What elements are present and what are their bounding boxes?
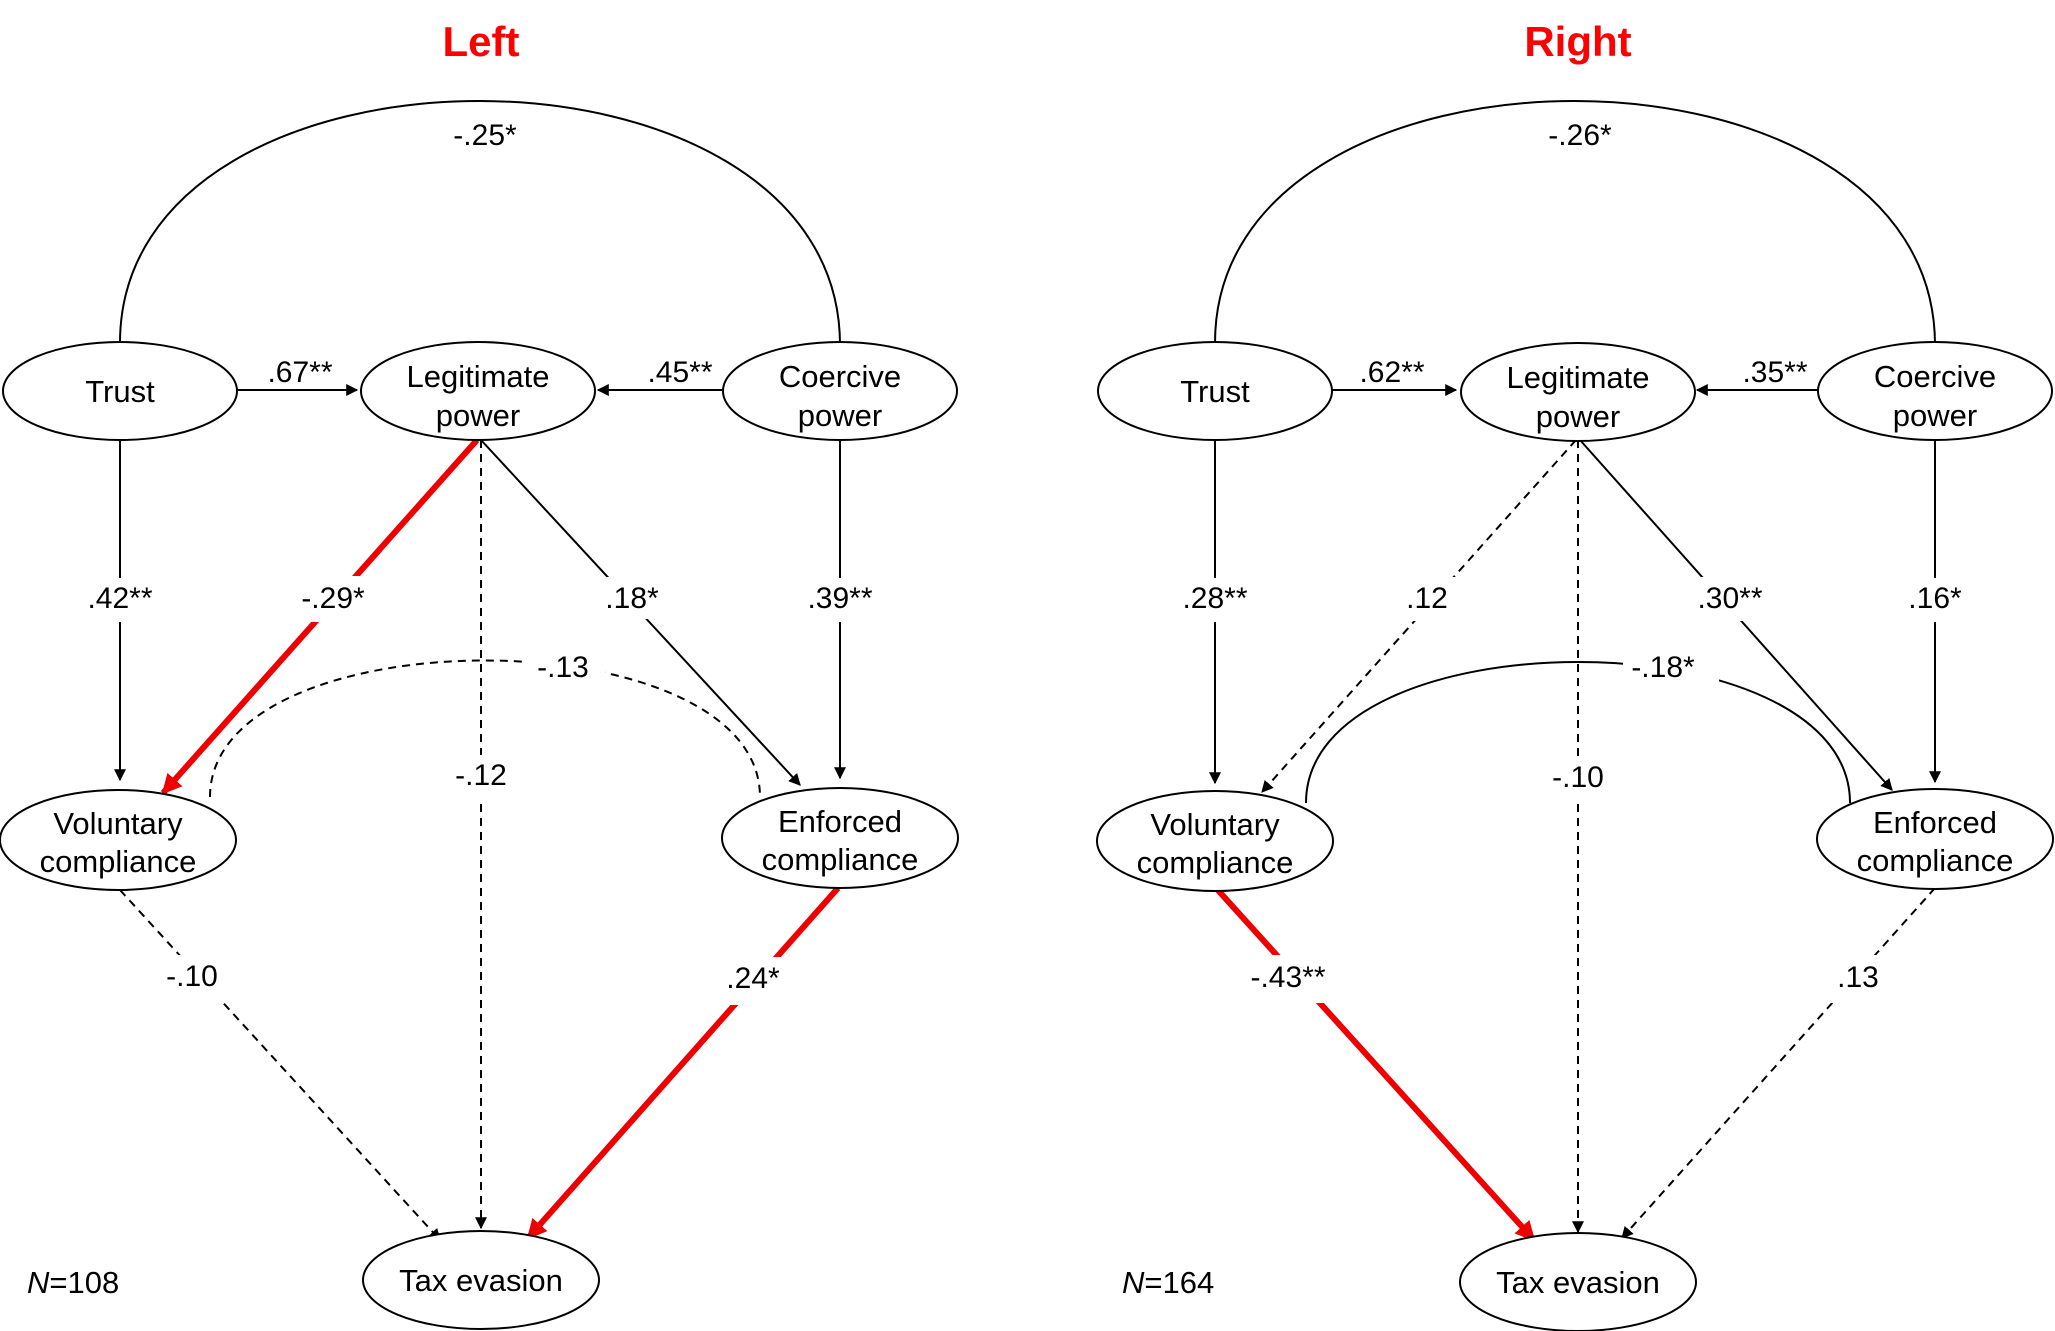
panel-title: Right — [1524, 18, 1631, 65]
svg-text:power: power — [798, 398, 882, 433]
node-voluntary-compliance: Voluntary compliance — [1096, 790, 1334, 892]
edge-label-trust-legit: .62** — [1359, 356, 1424, 389]
node-voluntary-compliance: Voluntary compliance — [0, 789, 237, 891]
edge-label-vol-tax: -.10 — [166, 960, 218, 993]
node-trust: Trust — [2, 341, 238, 441]
svg-text:Legitimate: Legitimate — [406, 359, 549, 394]
svg-text:Voluntary: Voluntary — [53, 806, 183, 841]
edge-legit-vol — [1261, 439, 1577, 793]
edge-vol-tax — [119, 889, 441, 1241]
edge-enf-tax — [525, 886, 841, 1240]
panel-left: Left -.25* .67** .45** .42** .39** -.12 … — [0, 18, 959, 1330]
svg-text:power: power — [1893, 398, 1977, 433]
panel-right: Right -.26* .62** .35** .28** .16* .12 .… — [1096, 18, 2054, 1331]
edge-enf-tax — [1621, 887, 1936, 1239]
edge-label-trust-vol: .28** — [1182, 582, 1247, 615]
cov-vol-enf-arc — [209, 659, 761, 798]
svg-text:compliance: compliance — [40, 844, 197, 879]
edge-label-vol-tax: -.43** — [1250, 961, 1325, 994]
edge-label-enf-tax: .24* — [726, 962, 780, 995]
svg-text:Tax evasion: Tax evasion — [1496, 1265, 1660, 1300]
edge-label-enf-tax: .13 — [1837, 961, 1879, 994]
svg-text:Coercive: Coercive — [1874, 359, 1996, 394]
node-coercive-power: Coercive power — [722, 341, 958, 441]
edge-label-trust-legit: .67** — [267, 356, 332, 389]
edge-label-legit-vol: .12 — [1406, 582, 1448, 615]
svg-text:Tax evasion: Tax evasion — [399, 1263, 563, 1298]
svg-text:Voluntary: Voluntary — [1150, 807, 1280, 842]
svg-text:Coercive: Coercive — [779, 359, 901, 394]
sample-size-label: N=108 — [27, 1265, 119, 1300]
edge-label-legit-tax: -.12 — [455, 759, 507, 792]
edge-label-cov-trust-coerc: -.25* — [453, 119, 517, 152]
sample-size-label: N=164 — [1122, 1265, 1214, 1300]
svg-text:compliance: compliance — [1137, 845, 1294, 880]
edge-label-coerc-enf: .39** — [807, 582, 872, 615]
svg-text:Enforced: Enforced — [1873, 805, 1997, 840]
svg-text:power: power — [1536, 399, 1620, 434]
node-trust: Trust — [1097, 341, 1333, 441]
edge-vol-tax — [1213, 885, 1537, 1243]
svg-text:compliance: compliance — [1857, 843, 2014, 878]
edge-label-legit-enf: .18* — [605, 582, 659, 615]
edge-label-trust-vol: .42** — [87, 582, 152, 615]
cov-trust-coerc-arc — [1214, 100, 1936, 346]
edge-label-coerc-legit: .35** — [1742, 356, 1807, 389]
edge-label-cov-vol-enf: -.13 — [537, 651, 589, 684]
cov-trust-coerc-arc — [119, 100, 841, 346]
svg-text:Trust: Trust — [1180, 374, 1250, 409]
edge-label-legit-enf: .30** — [1697, 582, 1762, 615]
node-coercive-power: Coercive power — [1817, 341, 2053, 441]
node-legitimate-power: Legitimate power — [360, 341, 596, 441]
node-enforced-compliance: Enforced compliance — [1816, 788, 2054, 890]
node-tax-evasion: Tax evasion — [362, 1230, 600, 1330]
edge-label-cov-vol-enf: -.18* — [1631, 651, 1695, 684]
node-legitimate-power: Legitimate power — [1460, 342, 1696, 442]
svg-text:Enforced: Enforced — [778, 804, 902, 839]
svg-text:power: power — [436, 398, 520, 433]
edge-label-coerc-legit: .45** — [647, 356, 712, 389]
edge-label-legit-vol: -.29* — [301, 582, 365, 615]
edge-label-cov-trust-coerc: -.26* — [1548, 119, 1612, 152]
svg-text:compliance: compliance — [762, 842, 919, 877]
svg-text:Legitimate: Legitimate — [1506, 360, 1649, 395]
svg-text:Trust: Trust — [85, 374, 155, 409]
cov-vol-enf-arc — [1305, 661, 1851, 804]
panel-title: Left — [443, 18, 520, 65]
node-tax-evasion: Tax evasion — [1459, 1232, 1697, 1331]
node-enforced-compliance: Enforced compliance — [721, 787, 959, 889]
edge-label-legit-tax: -.10 — [1552, 761, 1604, 794]
edge-label-coerc-enf: .16* — [1908, 582, 1962, 615]
